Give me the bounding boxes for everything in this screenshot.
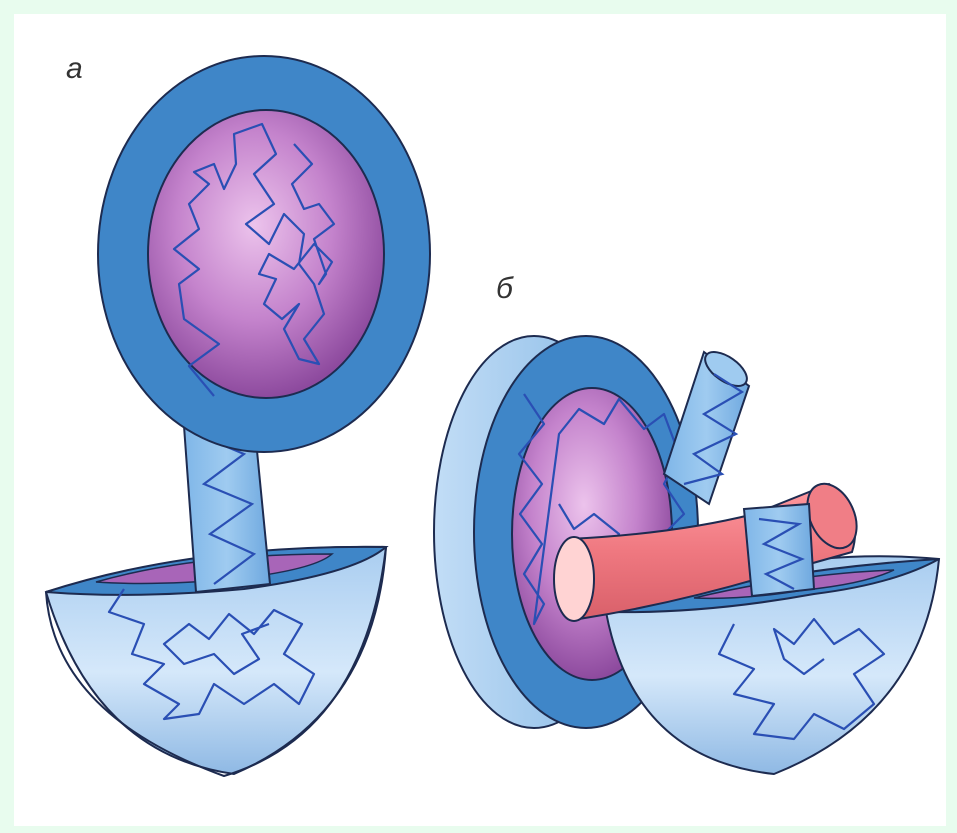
- panel-a: [46, 56, 430, 776]
- panel-b-helix-block: [744, 504, 814, 596]
- panel-b: [434, 336, 939, 774]
- diagram-svg: [14, 14, 946, 826]
- figure-canvas: а б: [14, 14, 946, 826]
- panel-a-upper-domain: [98, 56, 430, 452]
- panel-label-b: б: [496, 272, 513, 306]
- panel-label-a: а: [66, 52, 83, 86]
